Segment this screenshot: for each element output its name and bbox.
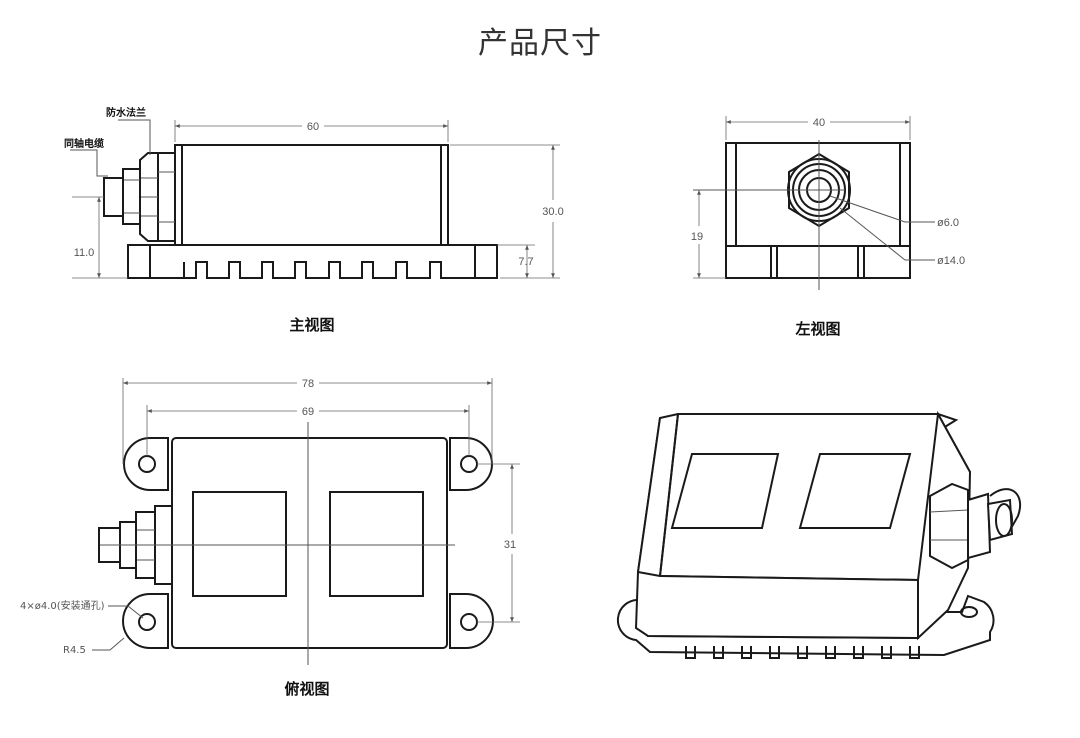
front-base	[127, 244, 498, 279]
top-window-right	[329, 491, 424, 597]
dim-holes: 4×ø4.0(安装通孔)	[20, 599, 105, 612]
iso-front-face	[634, 570, 919, 640]
dim-center: 19	[691, 231, 703, 243]
dim-depth: 31	[504, 539, 516, 551]
dim-radius: R4.5	[63, 645, 86, 656]
caption-left: 左视图	[794, 320, 840, 338]
page-title: 产品尺寸	[478, 26, 602, 61]
top-view: 78 69 31 4×ø4.0(安装通孔) R4.5 俯视图	[20, 378, 520, 698]
label-cable: 同轴电缆	[64, 137, 104, 150]
iso-window-left	[670, 453, 780, 529]
dim-base: 7.7	[518, 256, 533, 268]
iso-nut	[929, 482, 969, 570]
dim-height: 30.0	[542, 206, 563, 218]
top-body	[171, 437, 448, 649]
dim-length: 60	[307, 121, 319, 133]
dim-width: 40	[813, 117, 825, 129]
iso-window-right	[798, 453, 912, 529]
iso-coax-cable	[986, 498, 1014, 542]
dim-outer: ø14.0	[937, 255, 965, 267]
top-window-left	[192, 491, 287, 597]
left-base	[725, 245, 911, 279]
dim-inner: ø6.0	[937, 217, 959, 229]
front-view: 防水法兰 同轴电缆 60 30.0 7.7 11.0 主视图	[64, 106, 564, 334]
top-flange	[123, 437, 169, 491]
iso-view	[616, 410, 1021, 659]
left-view: 40 19 ø6.0 ø14.0 左视图	[691, 116, 965, 338]
dim-offset: 11.0	[74, 247, 95, 259]
caption-top: 俯视图	[284, 680, 329, 698]
coax-cable	[103, 177, 124, 217]
mount-hole	[138, 455, 156, 473]
front-body	[174, 144, 449, 246]
dim-total: 78	[302, 378, 314, 390]
caption-front: 主视图	[289, 316, 334, 334]
dim-pitch: 69	[302, 406, 314, 418]
label-flange: 防水法兰	[106, 106, 146, 119]
